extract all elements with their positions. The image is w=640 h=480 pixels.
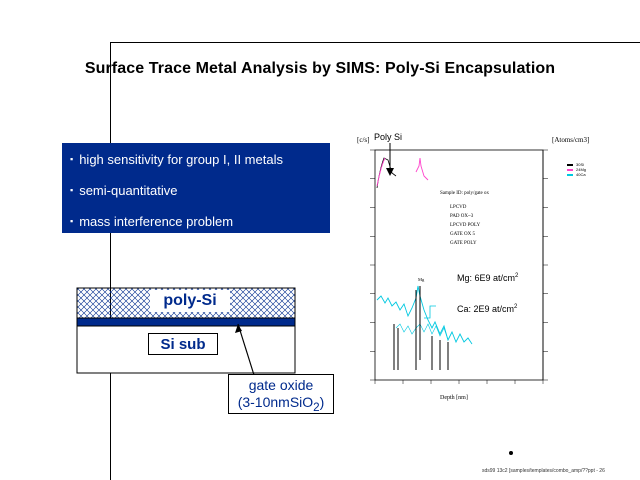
bullet-symbol: ▪	[70, 154, 74, 164]
slide-frame-top-rule	[110, 42, 640, 43]
footer-text: sds99 13c2 [samples/templates/combo_amp/…	[482, 468, 605, 474]
legend-swatch-mg	[567, 169, 573, 171]
axis-ticks	[370, 149, 548, 384]
poly-si-arrowhead	[386, 168, 394, 176]
sample-line: LPCVD POLY	[450, 223, 481, 228]
oxide-pointer-line	[237, 323, 255, 376]
bullet-symbol: ▪	[70, 185, 74, 195]
peak-label: Mg	[418, 277, 425, 282]
oxide-pointer-arrowhead	[235, 324, 242, 333]
series-ca	[376, 285, 473, 345]
sample-line: PAD OX~3	[450, 214, 474, 219]
sample-line: GATE POLY	[450, 241, 477, 246]
footer-dot-icon	[509, 451, 513, 455]
series-si-peak	[415, 157, 429, 181]
slide-title: Surface Trace Metal Analysis by SIMS: Po…	[84, 60, 556, 77]
sims-depth-profile-chart: [c/s] [Atoms/cm3] Poly Si Sample ID: pol…	[357, 132, 589, 401]
poly-si-arrow-label: Poly Si	[374, 132, 402, 142]
legend-entry-ca: 40Ca	[576, 172, 586, 177]
series-si-upper	[376, 157, 386, 187]
sample-line: GATE OX 5	[450, 232, 475, 237]
bullet-item: ▪mass interference problem	[70, 214, 234, 229]
legend-entry-mg: 24Mg	[576, 167, 586, 172]
y-axis-right-label: [Atoms/cm3]	[552, 136, 589, 144]
plot-frame	[374, 149, 544, 381]
gate-oxide-callout: gate oxide (3-10nmSiO2)	[228, 374, 334, 414]
bullet-item: ▪high sensitivity for group I, II metals	[70, 152, 283, 167]
series-ca-step	[424, 305, 436, 319]
sample-line: LPCVD	[450, 205, 467, 210]
bullet-item: ▪semi-quantitative	[70, 183, 178, 198]
legend-swatch-si	[567, 164, 573, 166]
gate-oxide-line2: (3-10nmSiO2)	[237, 394, 325, 414]
gate-oxide-line1: gate oxide	[248, 377, 314, 393]
bullet-box: ▪high sensitivity for group I, II metals…	[62, 143, 330, 233]
poly-si-label: poly-Si	[150, 290, 230, 312]
annotation-mg: Mg: 6E9 at/cm2	[457, 273, 519, 283]
annotation-ca: Ca: 2E9 at/cm2	[457, 304, 518, 314]
legend-swatch-ca	[567, 174, 573, 176]
gate-oxide-layer	[76, 317, 296, 327]
slide-frame-left-rule	[110, 42, 111, 480]
bullet-symbol: ▪	[70, 216, 74, 226]
y-axis-left-label: [c/s]	[357, 136, 369, 144]
si-sub-label: Si sub	[148, 333, 218, 355]
x-axis-label: Depth [nm]	[440, 395, 468, 401]
series-ca-lower	[395, 323, 453, 341]
legend-entry-si: 30Si	[576, 162, 584, 167]
sample-title: Sample ID: poly/gate ox	[440, 191, 490, 196]
